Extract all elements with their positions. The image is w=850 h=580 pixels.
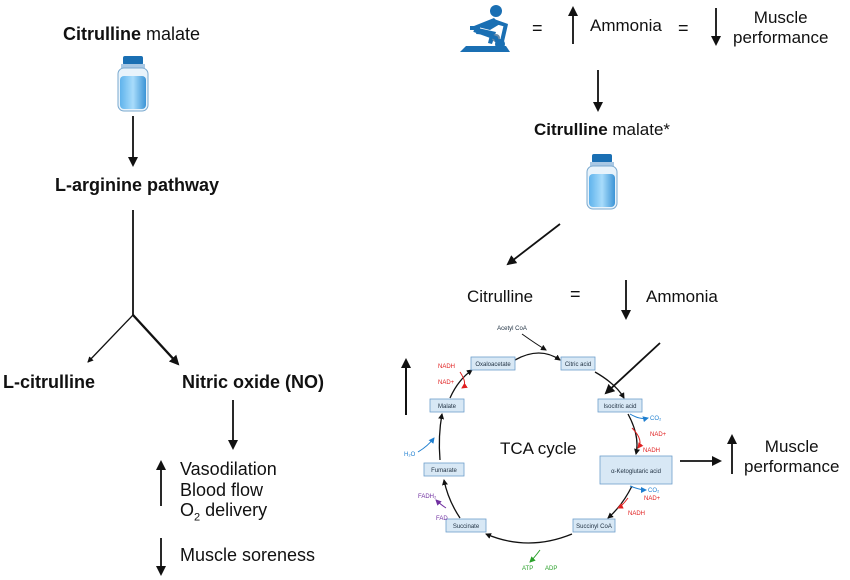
muscle-word-2: Muscle [764,437,819,456]
tca-node-malate [429,398,465,413]
bottle-icon-right [586,154,618,210]
tca-label-citric-acid: Citric acid [565,362,591,368]
tca-cycle-label: TCA cycle [500,439,577,458]
vasodilation-label: Vasodilation [180,459,277,479]
l-arginine-pathway-label: L-arginine pathway [55,175,220,195]
tca-label-succinyl-coa: Succinyl CoA [576,524,612,530]
tca-node-oxaloacetate [470,356,516,371]
delivery-word: delivery [200,500,268,520]
cofactor-fadh2: FADH₂ [418,494,437,500]
muscle-performance-label-2: Muscle performance [744,437,839,476]
h2o-arrow [417,437,435,453]
tca-label-oxaloacetate: Oxaloacetate [475,362,511,368]
cofactor-nadh-top: NADH [438,364,455,370]
nadh-arrow-iso [631,427,644,449]
tca-label-isocitric-acid: Isocitric acid [603,404,636,410]
nitric-oxide-label: Nitric oxide (NO) [182,372,325,392]
tca-node-succinate [445,518,487,533]
tca-label-malate: Malate [438,404,457,410]
cofactor-adp: ADP [545,566,557,572]
tca-arc-oxaloacetate-citric [514,352,561,361]
cofactor-nadh-akg: NADH [628,511,645,517]
arrow-to-citrulline [506,223,561,266]
cofactor-nad-top: NAD+ [438,380,455,386]
cofactor-h2o: H₂O [404,452,416,458]
citrulline-label: Citrulline [467,287,534,306]
acetyl-coa-arrow [521,333,547,351]
tca-arc-malate-oxaloacetate [449,369,473,399]
performance-word-2: performance [744,456,840,476]
malate-star-word: malate* [607,120,671,139]
nadh-arrow-akg [617,497,629,509]
branch-to-l-citrulline [87,314,134,363]
tca-label-succinate: Succinate [453,524,480,530]
atp-arrow [529,549,541,563]
arrow-into-tca [604,342,661,395]
tca-cycle: Oxaloacetate Citric acid Isocitric acid … [404,326,673,572]
co2-arrow-2 [629,485,647,493]
tca-arc-succinylcoa-succinate [485,533,573,544]
cofactor-fad: FAD [436,516,448,522]
ammonia-label: Ammonia [590,16,662,35]
citrulline-malate-label: Citrulline malate [63,24,200,45]
cofactor-nadh-iso: NADH [643,448,660,454]
tca-node-citric-acid [560,356,596,371]
blood-flow-label: Blood flow [180,480,264,500]
citrulline-word-right: Citrulline [534,120,608,139]
o2-delivery-label: O2 delivery [180,500,267,524]
l-citrulline-label: L-citrulline [3,372,96,392]
co2-arrow-1 [629,413,649,423]
bottle-icon [117,56,149,112]
equals-sign-2: = [678,18,689,38]
tca-label-fumarate: Fumarate [431,468,457,474]
tca-node-isocitric-acid [597,398,643,413]
branch-to-nitric-oxide [132,314,180,366]
citrulline-malate-star-label: Citrulline malate* [534,120,670,140]
tca-label-akg: α-Ketoglutaric acid [611,469,661,475]
citrulline-word: Citrulline [63,24,142,44]
o2-letter: O [180,500,195,520]
o2-subscript: 2 [194,511,201,524]
equals-sign-3: = [570,284,581,304]
cofactor-co2-1: CO₂ [650,416,662,422]
tca-arc-citric-isocitric [594,371,625,399]
tca-arc-fumarate-malate [438,413,445,461]
malate-word: malate [141,24,201,44]
equals-sign-1: = [532,18,543,38]
cofactor-nad-akg: NAD+ [644,496,661,502]
cofactor-co2-2: CO₂ [648,488,660,494]
fad-arrow [435,499,447,509]
muscle-performance-label: Muscle performance [733,8,828,47]
tca-node-succinyl-coa [572,518,616,533]
cofactor-nad-iso: NAD+ [650,432,667,438]
tca-node-akg [599,455,673,485]
performance-word: performance [733,27,829,47]
acetyl-coa-label: Acetyl CoA [497,326,527,332]
tca-arc-succinate-fumarate [442,479,461,519]
tca-node-fumarate [423,462,465,477]
nadh-arrow-top [459,371,468,389]
muscle-soreness-label: Muscle soreness [180,545,316,565]
ammonia-label-2: Ammonia [646,287,718,306]
cofactor-atp: ATP [522,566,533,572]
tca-arc-isocitric-akg [627,413,641,455]
muscle-word: Muscle [753,8,808,27]
cyclist-icon [460,5,510,52]
